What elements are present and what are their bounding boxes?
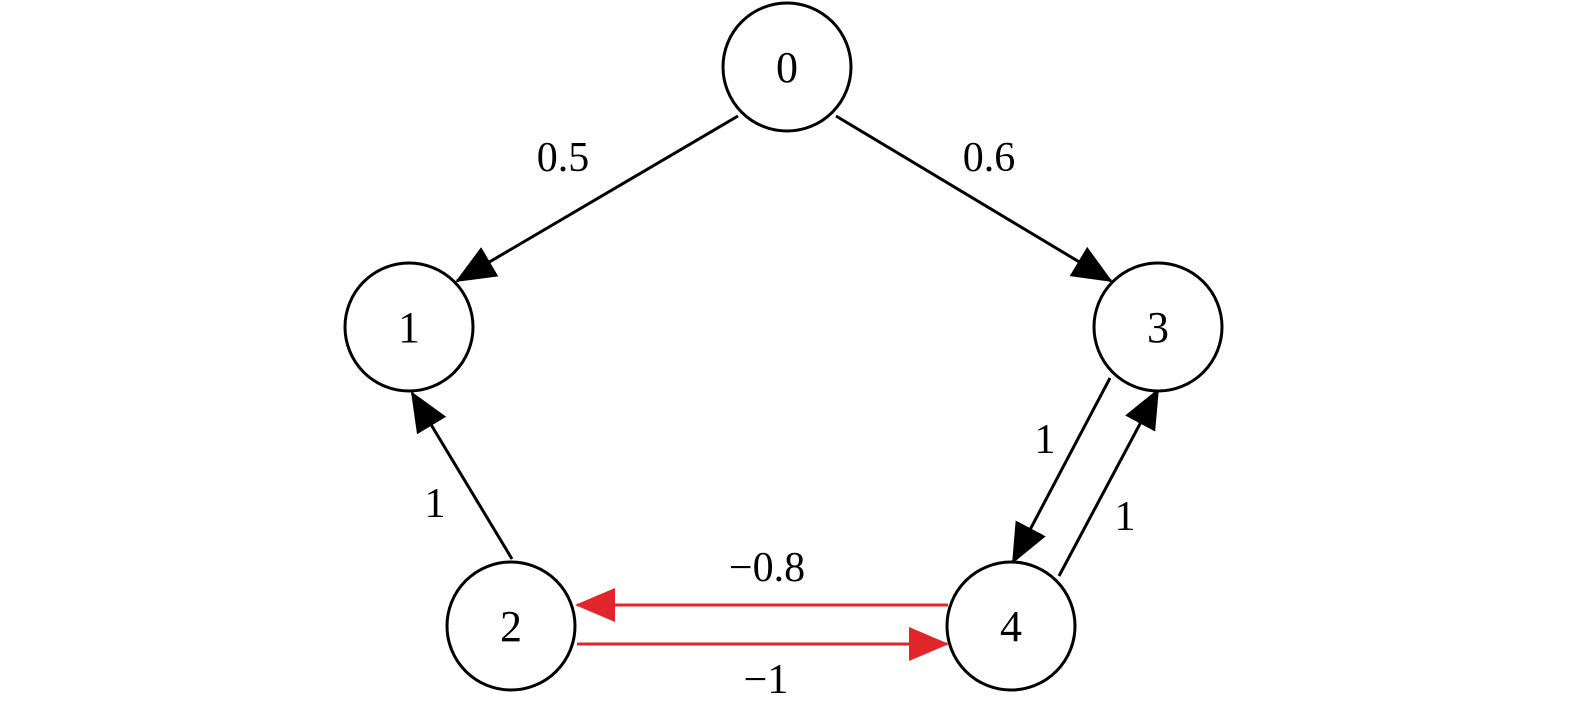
edge-label-2-4: −1 <box>744 657 789 703</box>
node-3-circle <box>1092 261 1224 393</box>
node-2-circle <box>445 560 577 692</box>
node-0-label: 0 <box>776 43 798 92</box>
node-2-label: 2 <box>500 602 522 651</box>
edge-2-1 <box>410 391 514 560</box>
edge-label-4-3: 1 <box>1115 494 1136 540</box>
edge-labels: 0.5 0.6 1 1 1 −0.8 −1 <box>425 135 1136 703</box>
node-1: 1 <box>343 261 475 393</box>
node-2: 2 <box>445 560 577 692</box>
edge-0-1 <box>455 114 739 283</box>
node-3-label: 3 <box>1147 303 1169 352</box>
edge-label-0-1: 0.5 <box>537 135 590 181</box>
node-0: 0 <box>721 1 853 133</box>
edge-label-4-2: −0.8 <box>729 545 805 591</box>
edge-label-3-4: 1 <box>1035 417 1056 463</box>
node-0-circle <box>721 1 853 133</box>
node-3: 3 <box>1092 261 1224 393</box>
nodes: 0 1 2 3 4 <box>343 1 1224 692</box>
node-1-label: 1 <box>398 303 420 352</box>
edge-3-4 <box>1011 377 1112 564</box>
edge-label-0-3: 0.6 <box>963 135 1016 181</box>
edge-0-3 <box>835 114 1113 283</box>
node-4-circle <box>945 560 1077 692</box>
node-1-circle <box>343 261 475 393</box>
edge-label-2-1: 1 <box>425 481 446 527</box>
edge-4-3 <box>1057 388 1160 577</box>
node-4-label: 4 <box>1000 602 1022 651</box>
node-4: 4 <box>945 560 1077 692</box>
edges <box>410 114 1160 661</box>
